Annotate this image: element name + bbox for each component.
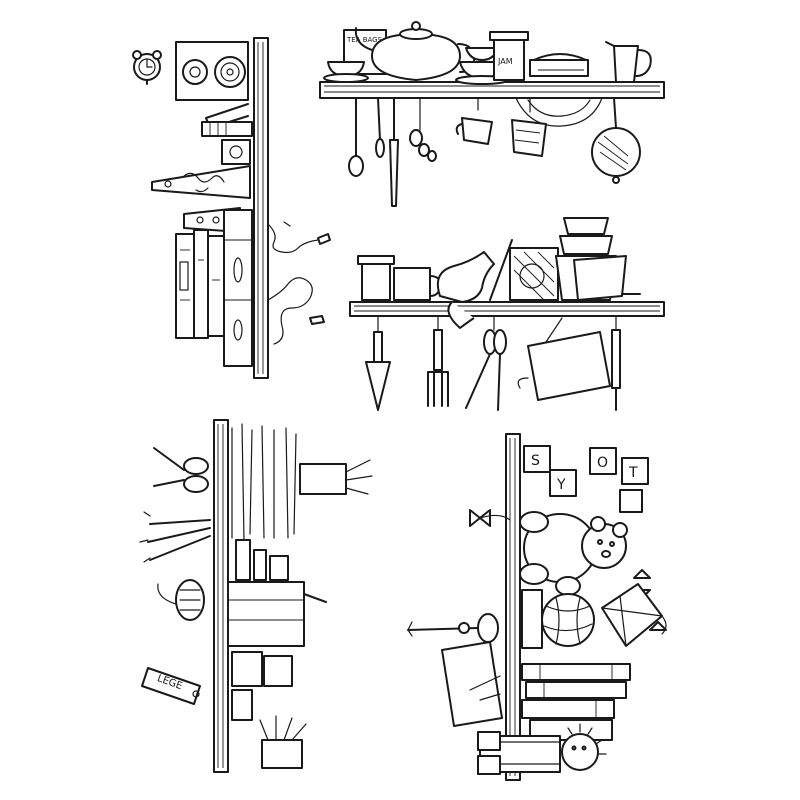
tool-handle-icon xyxy=(489,239,513,301)
teddy-bear-icon xyxy=(519,511,628,596)
shelf-board xyxy=(505,433,521,781)
doily-icon xyxy=(515,97,603,127)
seed-basket-icon xyxy=(509,247,559,301)
fork-icon xyxy=(427,315,449,407)
shears-icon xyxy=(465,315,507,411)
jam-jar-icon: JAM xyxy=(489,31,529,81)
nursery-shelf-stamp: S Y O T xyxy=(407,433,667,781)
ladle-icon xyxy=(348,97,364,177)
brush-jar-icon xyxy=(299,459,373,495)
knife-icon xyxy=(389,97,399,207)
rag-doll-icon xyxy=(477,723,607,775)
craft-shelf-stamp: LEGE xyxy=(139,419,373,773)
level-icon xyxy=(183,207,253,367)
cup-stack-icon xyxy=(323,61,369,83)
potting-shelf-stamp xyxy=(349,217,665,411)
mug-icon xyxy=(455,97,493,145)
ball-icon xyxy=(541,593,595,647)
mug-icon xyxy=(393,267,442,301)
trowel-icon xyxy=(365,315,391,411)
ribbon-bundle-icon xyxy=(231,423,297,541)
brushes-icon xyxy=(139,511,211,563)
jar-icon xyxy=(357,255,395,301)
books-icon xyxy=(175,229,225,339)
butter-dish-icon xyxy=(529,53,589,77)
brush-pot-icon xyxy=(259,715,307,769)
kitchen-shelf-stamp: TEA BAGS JAM xyxy=(319,21,665,207)
kite-icon xyxy=(601,583,667,647)
block-letter: Y xyxy=(556,477,566,493)
measuring-spoons-icon xyxy=(409,97,437,162)
scissors-icon xyxy=(153,447,209,493)
shelf-board xyxy=(213,419,229,773)
tag-icon: LEGE xyxy=(141,667,201,705)
speaker-icon xyxy=(175,41,249,101)
jam-jar-label: JAM xyxy=(497,57,513,66)
drawing-pad-icon xyxy=(441,641,503,727)
workshop-shelf-stamp xyxy=(132,37,331,379)
cotton-reel-icon xyxy=(407,613,499,643)
jars-icon xyxy=(231,651,293,721)
alphabet-blocks-icon: S Y O T xyxy=(523,445,649,513)
seed-packet-tag-icon xyxy=(517,317,611,401)
shelf-board xyxy=(253,37,269,379)
plug-cords-icon xyxy=(267,221,331,345)
tape-box-icon xyxy=(201,121,253,165)
jug-icon xyxy=(605,41,652,83)
thread-spool-icon xyxy=(157,579,205,621)
block-letter: S xyxy=(531,453,540,469)
teapot-icon xyxy=(354,21,476,81)
block-letter: T xyxy=(628,465,638,481)
sewing-box-icon xyxy=(227,539,327,647)
shelf-board xyxy=(349,301,665,317)
mug-icon xyxy=(511,97,547,157)
spoon-icon xyxy=(375,97,385,158)
iron-icon xyxy=(151,165,251,199)
gloves-icon xyxy=(436,251,495,329)
bow-icon xyxy=(469,509,491,527)
frying-pan-icon xyxy=(591,97,641,184)
alarm-clock-icon xyxy=(132,50,162,85)
hand-tool-icon xyxy=(611,315,621,411)
flower-pots-icon xyxy=(555,217,627,301)
tea-canister-label: TEA BAGS xyxy=(346,36,383,44)
block-letter: O xyxy=(597,455,608,471)
